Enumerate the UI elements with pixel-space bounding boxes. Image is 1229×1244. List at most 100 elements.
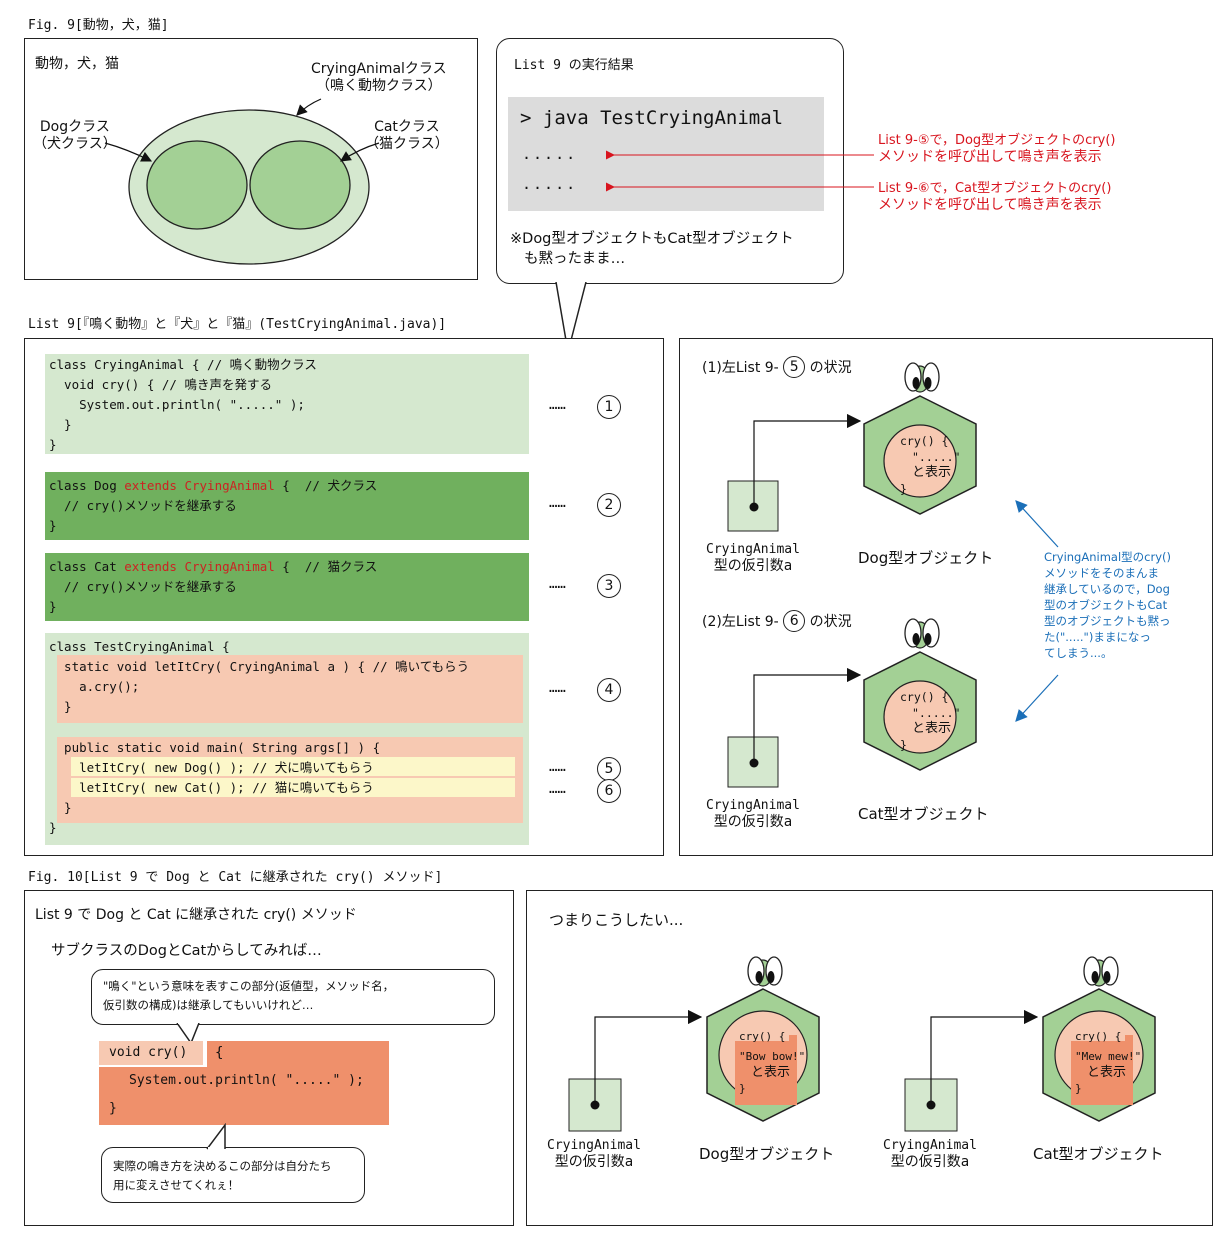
marker-6: 6 [783, 610, 806, 632]
fig10-left-panel: List 9 で Dog と Cat に継承された cry() メソッド サブク… [24, 890, 514, 1226]
signature-highlight [99, 1041, 203, 1065]
cat-inner-code-2: cry() { "Mew mew!" と表示 } [1075, 1030, 1142, 1095]
code-line: } [49, 599, 57, 614]
signature-bubble-text: "鳴く"という意味を表すこの部分(返値型，メソッド名， 仮引数の構成)は継承して… [103, 979, 395, 1012]
code-block-2 [45, 472, 529, 540]
code-line: } [49, 417, 72, 432]
code-line: a.cry(); [49, 679, 140, 694]
cat-object-1 [863, 618, 977, 771]
code-panel: class CryingAnimal { // 鳴く動物クラス void cry… [24, 338, 664, 856]
fig10-right-title: つまりこうしたい... [549, 911, 684, 929]
cat-object-label: Cat型オブジェクト [858, 805, 989, 823]
fig10-left-sub: サブクラスのDogとCatからしてみれば… [51, 943, 322, 959]
param-label-dog: CryingAnimal 型の仮引数a [547, 1138, 641, 1170]
code-line: letItCry( new Dog() ); // 犬に鳴いてもらう [49, 760, 374, 775]
body-bubble-tail [206, 1123, 226, 1152]
venn-title: 動物，犬，猫 [35, 56, 119, 72]
param-label-1: CryingAnimal 型の仮引数a [706, 542, 800, 574]
body-bubble [101, 1147, 365, 1203]
body-bubble-text: 実際の鳴き方を決めるこの部分は自分たち 用に変えさせてくれぇ！ [113, 1159, 332, 1192]
call-line-cat-highlight [71, 778, 515, 797]
scene1-title: (1)左List 9- 5 の状況 [702, 356, 852, 379]
code-line: // cry()メソッドを継承する [49, 498, 237, 513]
dots: …… [549, 680, 566, 696]
param-label-2: CryingAnimal 型の仮引数a [706, 798, 800, 830]
code-line: class Dog extends CryingAnimal { // 犬クラス [49, 478, 378, 493]
cat-object-label-2: Cat型オブジェクト [1033, 1145, 1164, 1163]
code-block-1 [45, 354, 529, 454]
dog-object-label: Dog型オブジェクト [858, 549, 994, 567]
red-annotation-arrows [606, 150, 874, 192]
code-body: System.out.println( "....." ); [129, 1073, 364, 1088]
cat-class-label: Catクラス （猫クラス） [365, 119, 449, 152]
dog-inner-code: cry() { "....." と表示 } [900, 434, 961, 496]
code-block-3 [45, 553, 529, 621]
code-signature: void cry() [109, 1045, 188, 1060]
venn-panel: 動物，犬，猫 CryingAnimalクラス （鳴く動物クラス） Dogクラス … [24, 38, 478, 280]
fig9-caption: Fig. 9[動物，犬，猫] [28, 18, 169, 33]
param-box-1 [727, 413, 862, 532]
letitcry-method-block [57, 655, 523, 723]
code-line: letItCry( new Cat() ); // 猫に鳴いてもらう [49, 780, 374, 795]
crying-animal-label: CryingAnimalクラス （鳴く動物クラス） [311, 61, 447, 94]
dots: …… [549, 495, 566, 511]
marker-1: 1 [597, 395, 621, 419]
cat-inner-code: cry() { "....." と表示 } [900, 690, 961, 752]
objects-panel: (1)左List 9- 5 の状況 (2)左List 9- 6 の状況 cry(… [679, 338, 1213, 856]
code-line: } [49, 820, 57, 835]
code-line: void cry() { // 鳴き声を発する [49, 377, 272, 392]
dog-class-label: Dogクラス （犬クラス） [33, 119, 117, 152]
code-open-brace: { [215, 1045, 224, 1061]
code-close-brace: } [109, 1101, 117, 1116]
code-line: } [49, 699, 72, 714]
code-line: public static void main( String args[] )… [49, 740, 381, 755]
fig10-left-title: List 9 で Dog と Cat に継承された cry() メソッド [35, 907, 357, 923]
code-line: class TestCryingAnimal { [49, 639, 230, 654]
cat-ellipse [249, 140, 351, 230]
code-line: class CryingAnimal { // 鳴く動物クラス [49, 357, 317, 372]
console-output-2: ..... [522, 175, 578, 193]
body-highlight [99, 1067, 389, 1125]
param-label-cat: CryingAnimal 型の仮引数a [883, 1138, 977, 1170]
code-line: class Cat extends CryingAnimal { // 猫クラス [49, 559, 378, 574]
marker-2: 2 [597, 493, 621, 517]
annotation-5: List 9-⑤で，Dog型オブジェクトのcry() メソッドを呼び出して鳴き声… [878, 133, 1116, 165]
scene2-title: (2)左List 9- 6 の状況 [702, 610, 852, 633]
annotation-6: List 9-⑥で，Cat型オブジェクトのcry() メソッドを呼び出して鳴き声… [878, 181, 1112, 213]
marker-5: 5 [783, 356, 806, 378]
body-highlight-top [207, 1041, 389, 1067]
result-title: List 9 の実行結果 [514, 58, 634, 73]
param-box-2 [727, 667, 862, 788]
cat-object-2 [1042, 956, 1156, 1122]
marker-3: 3 [597, 574, 621, 598]
marker-4: 4 [597, 678, 621, 702]
call-line-dog-highlight [71, 757, 515, 776]
code-line: } [49, 437, 57, 452]
console-command: > java TestCryingAnimal [520, 107, 784, 129]
dog-object-label-2: Dog型オブジェクト [699, 1145, 835, 1163]
list9-caption: List 9[『鳴く動物』と『犬』と『猫』(TestCryingAnimal.j… [28, 317, 447, 332]
dog-object-1 [863, 362, 977, 515]
code-line: static void letItCry( CryingAnimal a ) {… [49, 659, 470, 674]
param-box-dog [568, 1009, 703, 1132]
code-line: } [49, 518, 57, 533]
objects-diagram [727, 362, 1059, 788]
code-line: // cry()メソッドを継承する [49, 579, 237, 594]
venn-diagram [104, 98, 380, 265]
dog-object-2 [706, 956, 820, 1122]
marker-6: 6 [597, 779, 621, 803]
result-note: ※Dog型オブジェクトもCat型オブジェクト も黙ったまま… [510, 231, 794, 267]
console-output-1: ..... [522, 145, 578, 163]
console-box: > java TestCryingAnimal ..... ..... [508, 97, 824, 211]
dots: …… [549, 781, 566, 797]
inheritance-note: CryingAnimal型のcry() メソッドをそのまんま 継承しているので，… [1044, 550, 1171, 660]
code-line: System.out.println( "....." ); [49, 397, 305, 412]
signature-bubble [91, 969, 495, 1025]
fig10-caption: Fig. 10[List 9 で Dog と Cat に継承された cry() … [28, 870, 443, 885]
dots: …… [549, 397, 566, 413]
param-box-cat [904, 1009, 1039, 1132]
fig10-right-panel: つまりこうしたい... [526, 890, 1213, 1226]
dots: …… [549, 759, 566, 775]
marker-5: 5 [597, 757, 621, 781]
dots: …… [549, 576, 566, 592]
